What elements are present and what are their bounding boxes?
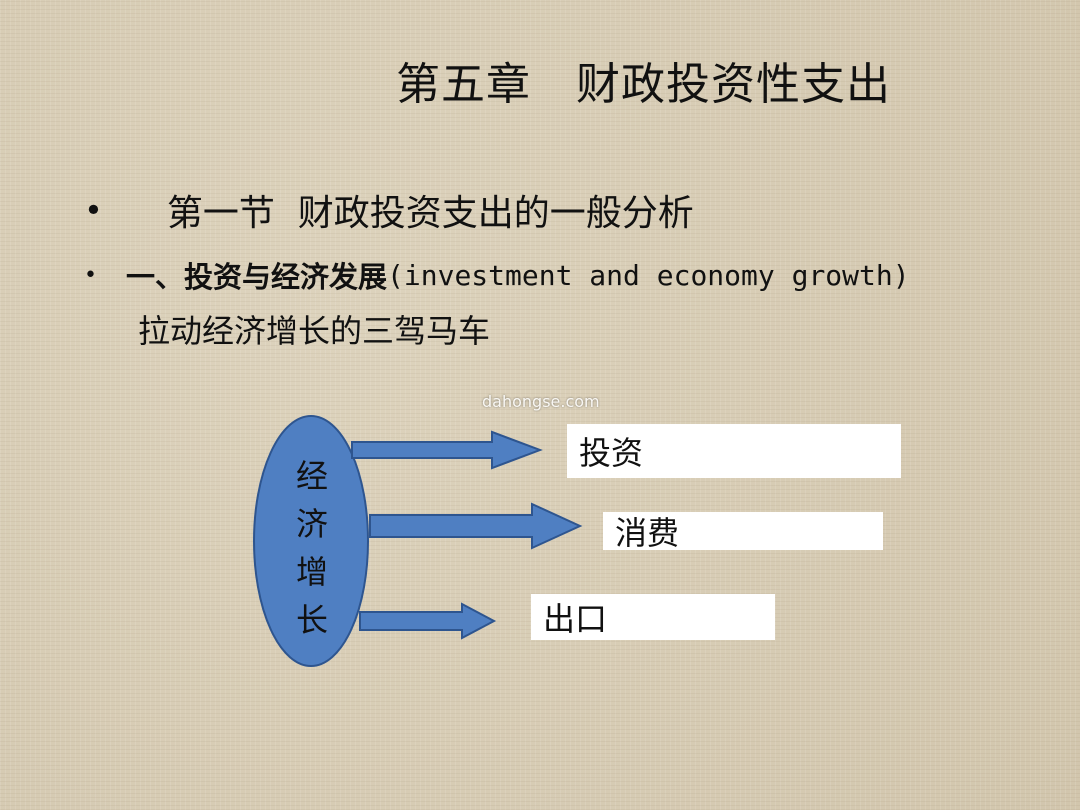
growth-ellipse: [253, 415, 369, 667]
arrow-to-consumption: [369, 502, 583, 550]
bullet-dot: •: [84, 262, 97, 288]
ellipse-char: 济: [295, 505, 328, 543]
box-investment: 投资: [567, 424, 901, 478]
arrow-to-investment: [351, 430, 543, 470]
bullet-dot: •: [84, 191, 103, 229]
watermark: dahongse.com: [482, 392, 600, 411]
ellipse-label: 经 济 增 长: [282, 452, 342, 644]
arrow-to-export: [359, 602, 497, 640]
bullet-text: 第一节 财政投资支出的一般分析: [144, 193, 694, 234]
ellipse-char: 经: [295, 457, 328, 495]
bullet-section-one: • 第一节 财政投资支出的一般分析: [84, 184, 694, 236]
subline-three-drivers: 拉动经济增长的三驾马车: [138, 312, 491, 350]
slide-title: 第五章 财政投资性支出: [396, 59, 891, 110]
box-export: 出口: [531, 594, 775, 640]
box-consumption: 消费: [603, 512, 883, 552]
bullet-investment-growth: • 一、投资与经济发展 (investment and economy grow…: [84, 254, 910, 296]
bullet-heading: 一、投资与经济发展: [126, 260, 388, 294]
ellipse-char: 长: [295, 601, 328, 639]
bullet-english: (investment and economy growth): [387, 258, 910, 292]
ellipse-char: 增: [295, 553, 328, 591]
